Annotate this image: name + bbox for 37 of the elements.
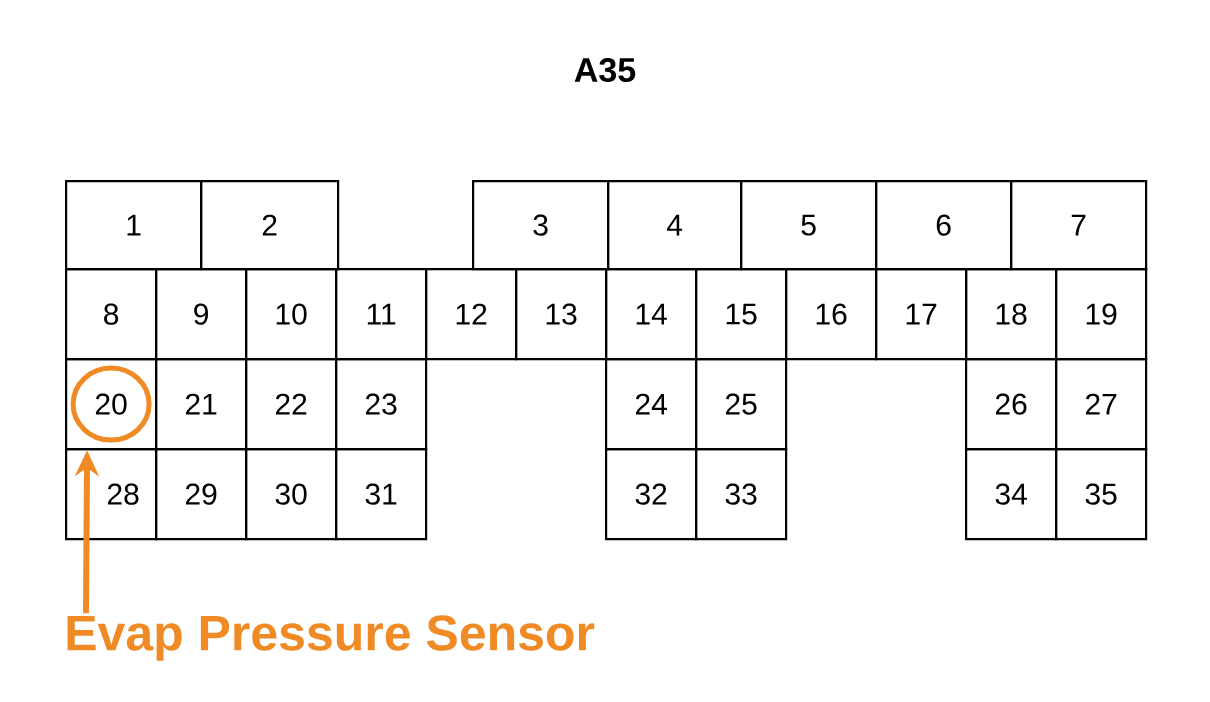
pin-cell: 32: [605, 448, 698, 541]
pin-cell: 2: [200, 180, 340, 271]
pin-cell: 11: [335, 268, 428, 361]
pin-cell: 18: [965, 268, 1058, 361]
pin-cell: 22: [245, 358, 338, 451]
pin-cell: 34: [965, 448, 1058, 541]
title: A35: [574, 57, 636, 83]
pin-cell: 29: [155, 448, 248, 541]
pin-cell: 7: [1010, 180, 1148, 271]
pin-cell: 31: [335, 448, 428, 541]
pin-cell: 12: [425, 268, 518, 361]
pin-cell: 9: [155, 268, 248, 361]
pin-cell: 3: [472, 180, 610, 271]
pin-cell: 30: [245, 448, 338, 541]
pin-cell: 6: [875, 180, 1013, 271]
pin-cell: 4: [607, 180, 743, 271]
pin-cell: 10: [245, 268, 338, 361]
pin-cell: 8: [65, 268, 158, 361]
pin-cell: 27: [1055, 358, 1148, 451]
pin-cell: 13: [515, 268, 608, 361]
pin-cell: 5: [740, 180, 878, 271]
pin-cell: 26: [965, 358, 1058, 451]
pin-cell: 33: [695, 448, 788, 541]
pin-cell: 24: [605, 358, 698, 451]
pin-cell: 16: [785, 268, 878, 361]
pin-cell: 14: [605, 268, 698, 361]
pin-cell: 35: [1055, 448, 1148, 541]
pin-cell: 21: [155, 358, 248, 451]
callout-label: Evap Pressure Sensor: [67, 615, 595, 661]
pin-cell: 25: [695, 358, 788, 451]
pin-cell: 28: [65, 448, 158, 541]
pin-cell: 17: [875, 268, 968, 361]
pin-cell: 15: [695, 268, 788, 361]
pin-cell: 20: [65, 358, 158, 451]
pin-cell: 23: [335, 358, 428, 451]
pin-cell: 1: [65, 180, 203, 271]
pin-cell: 19: [1055, 268, 1148, 361]
